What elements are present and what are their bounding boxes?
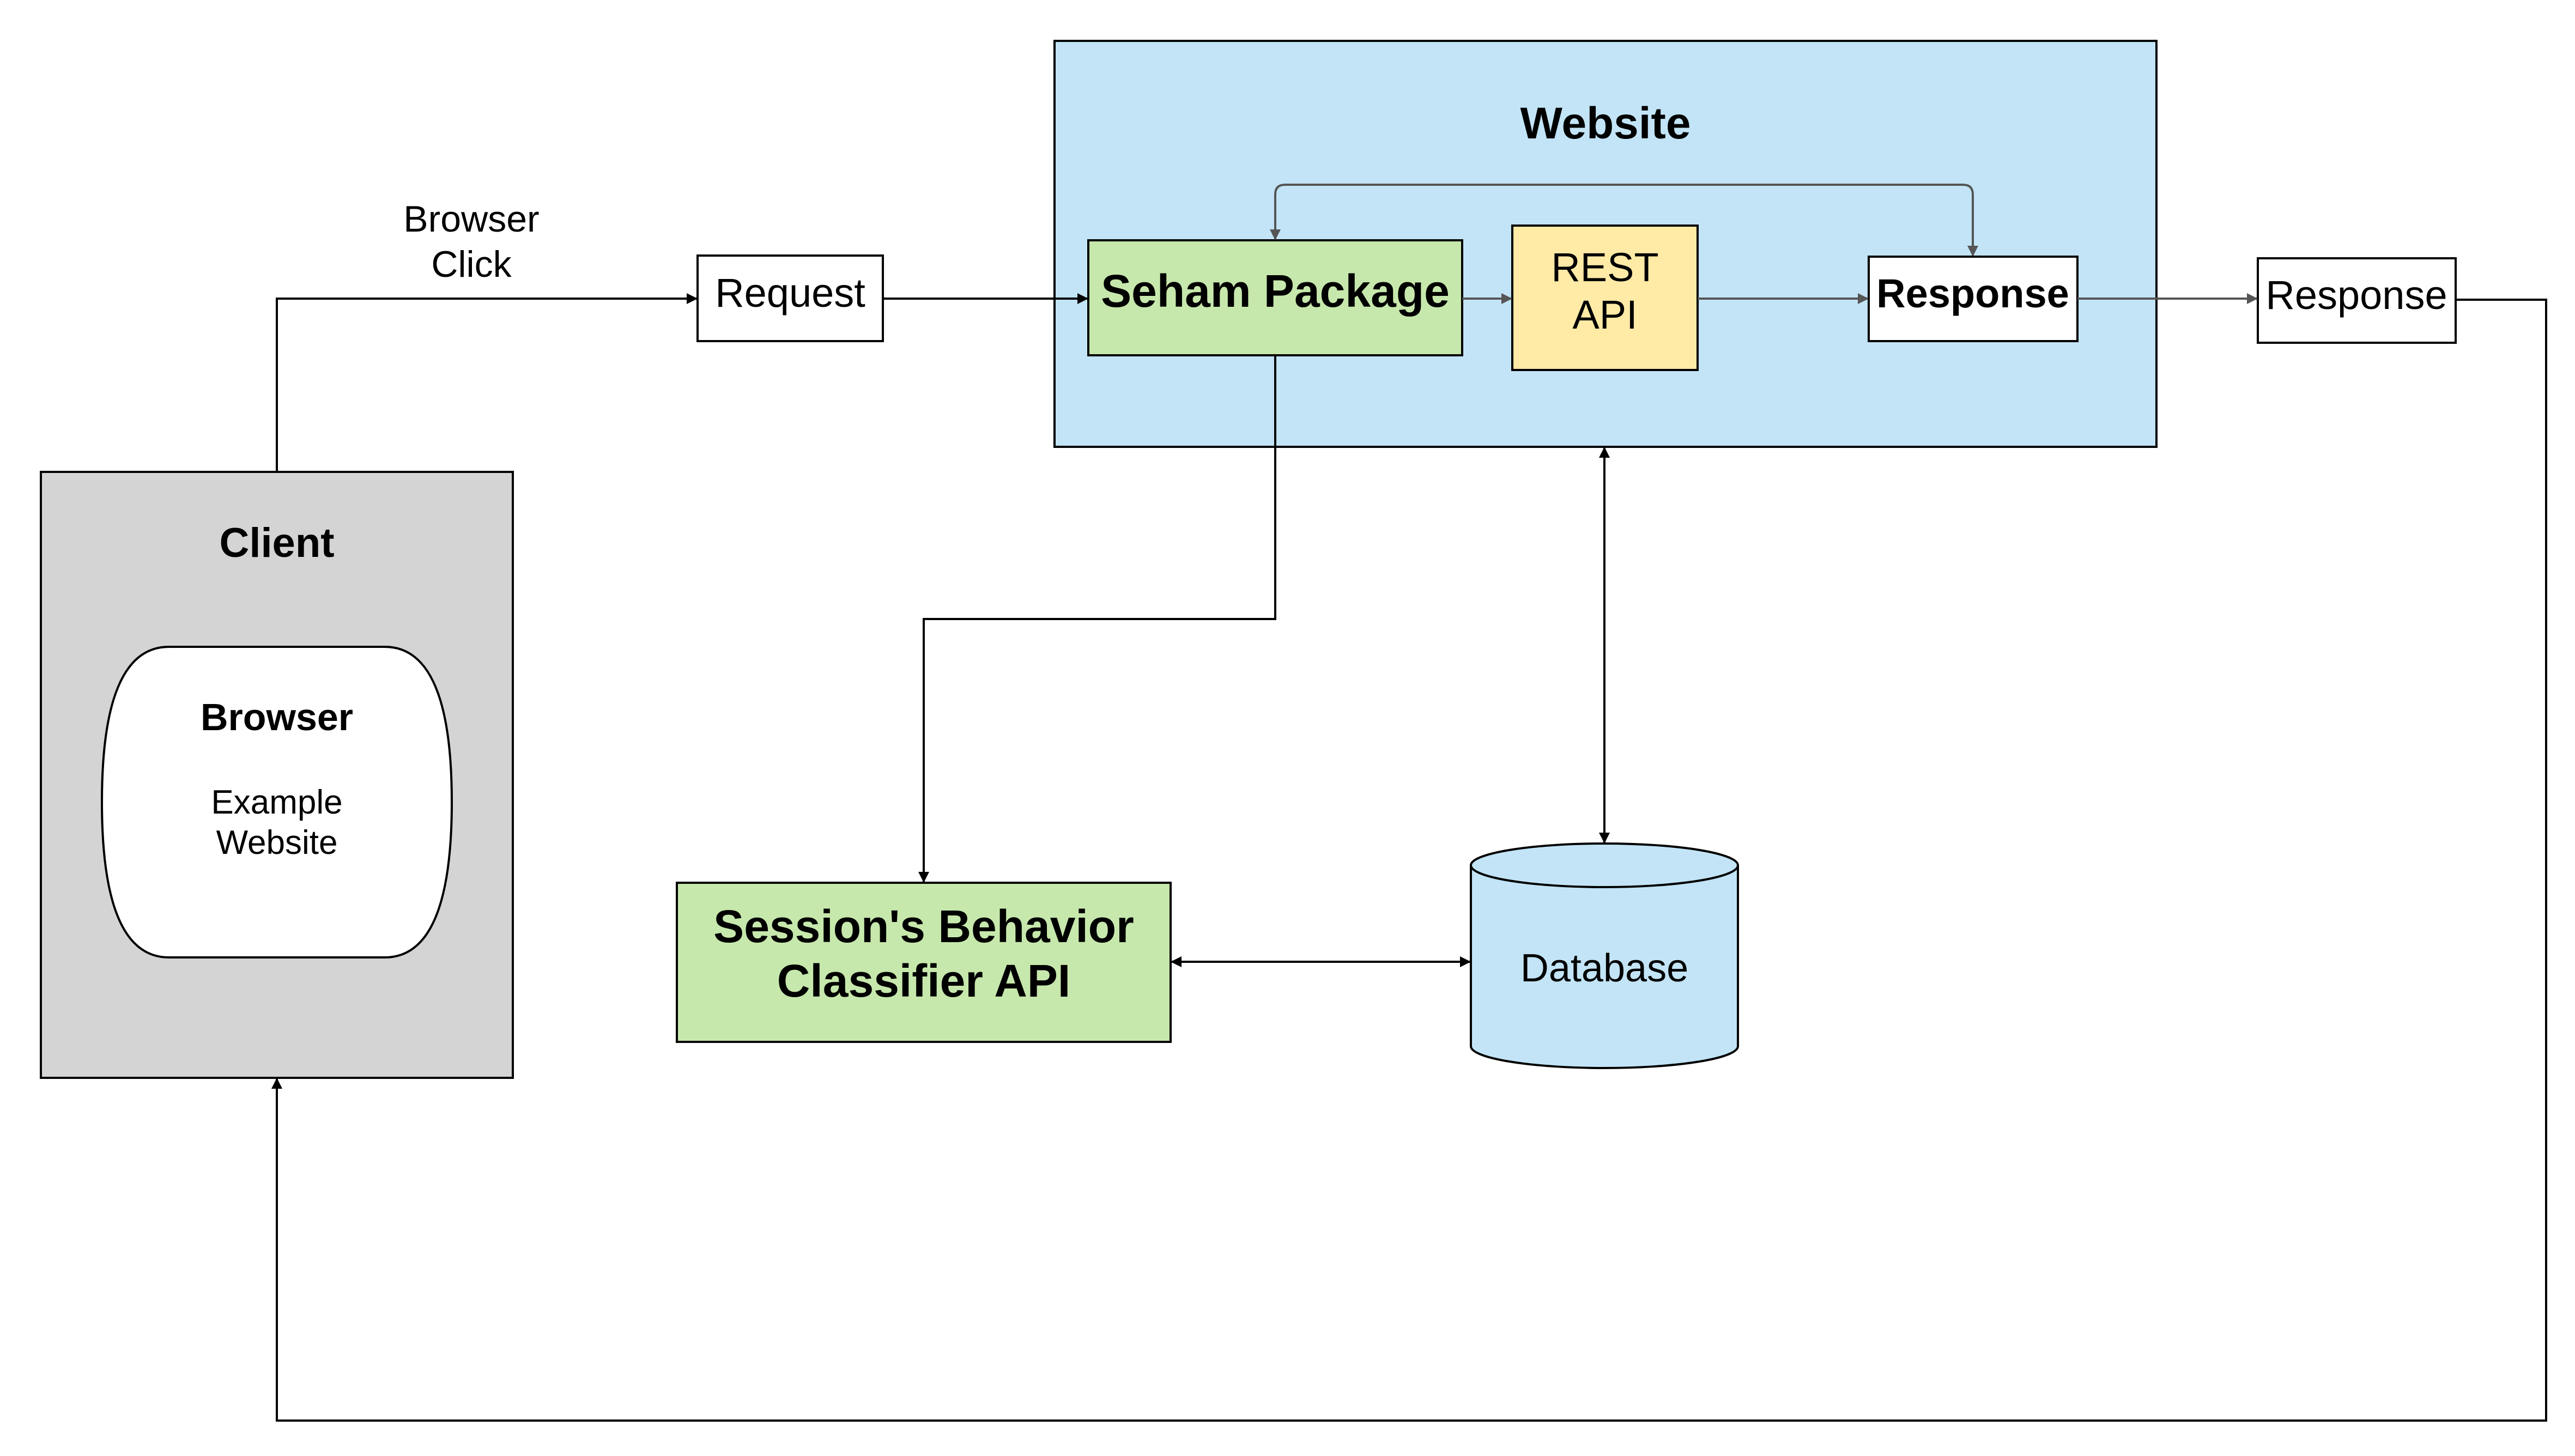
browser-subtitle-line1: Example <box>211 784 342 821</box>
request-box <box>696 254 884 342</box>
classifier-api-node: Session's Behavior Classifier API <box>676 882 1172 1043</box>
client-title: Client <box>219 520 334 566</box>
seham-package-label: Seham Package <box>1101 265 1450 317</box>
connectors <box>271 184 2547 1422</box>
browser-shape <box>100 646 453 958</box>
connector-client-to-request <box>276 293 698 472</box>
website-response-label: Response <box>1876 271 2069 316</box>
browser-click-label: Browser Click <box>403 198 539 285</box>
seham-package-node: Seham Package <box>1087 239 1463 356</box>
database-body <box>1470 865 1739 1069</box>
rest-api-line2: API <box>1572 292 1637 337</box>
outgoing-response-node: Response <box>2257 257 2457 344</box>
rest-api-line1: REST <box>1551 245 1658 290</box>
classifier-api-box <box>676 882 1172 1043</box>
rest-api-node: REST API <box>1511 225 1699 371</box>
database-label: Database <box>1520 947 1688 990</box>
classifier-api-line1: Session's Behavior <box>713 901 1134 952</box>
connector-seham-to-classifier <box>918 355 1276 883</box>
database-node: Database <box>1470 842 1739 1069</box>
database-top <box>1470 842 1739 888</box>
connector-seham-response-loop <box>1270 184 1978 257</box>
outgoing-response-box <box>2257 257 2457 344</box>
browser-node: Browser Example Website <box>100 646 453 958</box>
browser-click-line2: Click <box>431 244 512 285</box>
website-response-box <box>1868 256 2079 342</box>
seham-package-box <box>1087 239 1463 356</box>
connector-outgoing-to-client <box>271 299 2547 1422</box>
outgoing-response-label: Response <box>2265 272 2447 318</box>
website-title: Website <box>1520 99 1691 148</box>
classifier-api-line2: Classifier API <box>777 955 1070 1006</box>
website-response-node: Response <box>1868 256 2079 342</box>
request-node: Request <box>696 254 884 342</box>
request-label: Request <box>715 270 865 316</box>
browser-title: Browser <box>201 696 353 738</box>
browser-subtitle-line2: Website <box>216 824 338 862</box>
browser-click-line1: Browser <box>403 198 539 240</box>
